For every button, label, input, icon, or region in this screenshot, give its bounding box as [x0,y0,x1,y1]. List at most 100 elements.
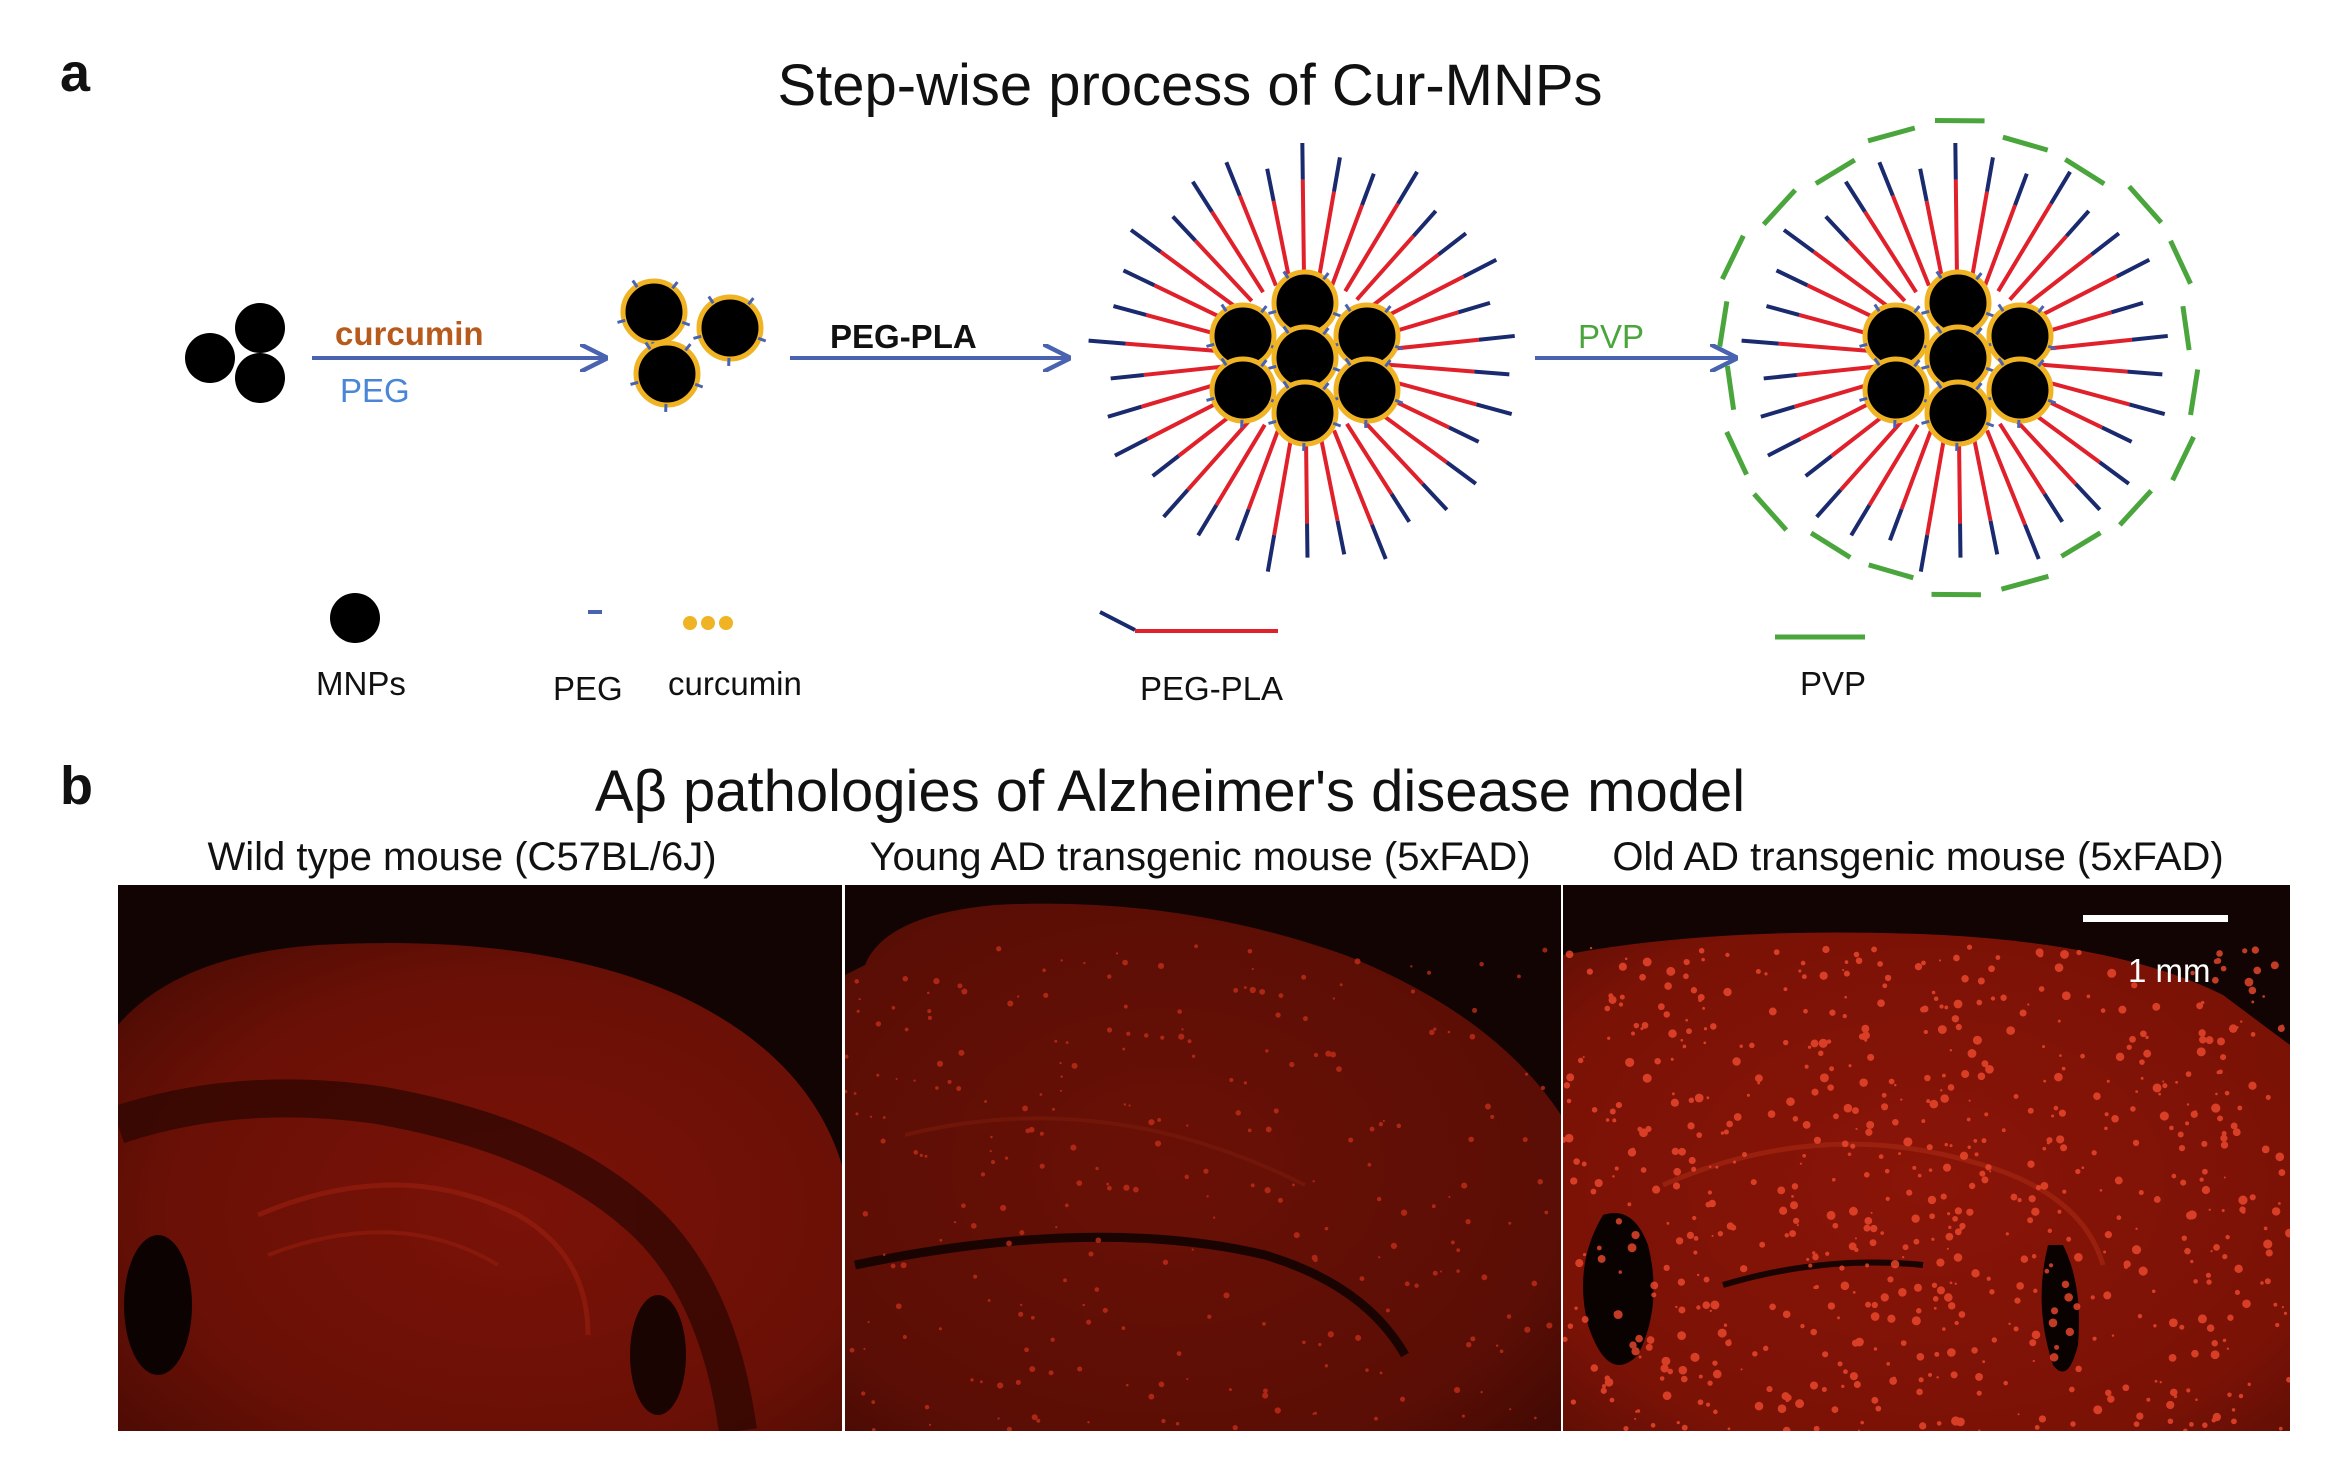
image-label-young-ad: Young AD transgenic mouse (5xFAD) [869,835,1531,879]
core-mnp [1859,356,1933,429]
peg-pla-chain [1235,430,1280,542]
peg-pla-chain [1355,209,1438,302]
process-diagram [185,118,2201,643]
peg-pla-chain [1129,228,1244,314]
peg-pla-chain [1265,434,1294,572]
pvp-segment [2002,134,2049,153]
peg-pla-chain [1088,338,1228,354]
peg-pla-chain [1365,231,1468,312]
scale-bar-label: 1 mm [2128,952,2211,989]
peg-pla-chain [1849,423,1920,537]
peg-pla-chain [1382,362,1510,377]
brain-image-young-ad [845,885,1561,1431]
panel-a-title: Step-wise process of Cur-MNPs [777,53,1603,118]
core-mnp [1206,356,1280,429]
peg-pla-chain [1196,423,1267,537]
pvp-segment [1720,234,1746,281]
peg-pla-chain [1998,422,2064,523]
arrow-2-label: PEG-PLA [830,318,977,355]
pvp-segment [1868,562,1914,581]
brain-image-old-ad [1563,885,2290,1431]
pvp-segment [2188,369,2201,416]
peg-pla-chain [1343,170,1419,293]
peg-pla-chain [1303,435,1310,558]
peg-pla-chain [1844,180,1918,294]
peg-pla-chain [2035,362,2163,377]
stage-pvp-micelle [1717,118,2201,598]
coated-mnp [630,340,704,413]
peg-pla-chain [1332,429,1388,560]
peg-pla-chain [1191,180,1265,294]
peg-pla-chain [1956,435,1963,558]
legend-peg-label: PEG [553,670,623,707]
legend-peg-pla-icon [1099,610,1278,633]
peg-pla-chain [1345,422,1411,523]
peg-pla-chain [1824,215,1907,303]
stage-peg-pla-micelle [1088,142,1515,572]
stage-bare-mnps [185,303,285,403]
peg-pla-chain [1356,413,1449,512]
peg-pla-chain [1996,170,2072,293]
arrow-1-bottom-label: PEG [340,372,410,409]
pvp-segment [2000,573,2050,592]
core-mnp [1330,356,1404,429]
pvp-segment [1752,492,1789,532]
peg-pla-chain [1379,376,1513,416]
pvp-segment [2063,157,2106,186]
peg-pla-chain [1918,168,1945,282]
peg-pla-chain [1318,434,1347,555]
peg-pla-chain [1316,157,1342,282]
panel-b-title: Aβ pathologies of Alzheimer's disease mo… [594,759,1746,824]
pvp-segment [1867,125,1916,144]
peg-pla-chain [1953,142,1960,281]
legend-mnp-icon [330,593,380,643]
peg-pla-chain [1162,414,1255,519]
pvp-segment [1809,530,1852,560]
legend-mnps-label: MNPs [316,665,406,702]
peg-pla-chain [1110,364,1228,381]
peg-pla-chain [1815,414,1908,519]
core-mnp [1859,302,1933,375]
peg-pla-chain [1265,168,1292,282]
pvp-segment [2118,489,2154,527]
stage-coated-mnps [617,278,767,413]
peg-pla-chain [1763,364,1881,381]
pvp-segment [2168,239,2193,285]
peg-pla-chain [1983,172,2029,286]
image-label-wild-type: Wild type mouse (C57BL/6J) [207,835,717,879]
pvp-segment [1724,430,1749,476]
peg-pla-chain [2032,376,2166,416]
core-mnp [1983,356,2057,429]
core-mnp [1921,379,1995,452]
peg-pla-chain [1888,430,1933,542]
coated-mnp [693,294,767,367]
pvp-segment [1724,365,1737,411]
peg-pla-chain [2018,231,2121,312]
peg-pla-chain [1985,429,2041,560]
panel-a-letter: a [60,43,91,103]
panel-b-letter: b [60,756,93,816]
peg-pla-chain [1741,338,1881,354]
legend-pvp-label: PVP [1800,665,1867,702]
legend-peg-pla-label: PEG-PLA [1140,670,1284,707]
peg-pla-chain [1330,172,1376,286]
arrow-3-label: PVP [1578,318,1645,355]
peg-pla-chain [2009,413,2102,512]
peg-pla-chain [1877,161,1931,287]
peg-pla-chain [1918,434,1947,572]
core-mnp [1206,302,1280,375]
brain-image-wild-type [118,885,842,1431]
pvp-segment [2060,530,2102,559]
peg-pla-chain [1969,157,1995,282]
pvp-segment [2180,305,2192,351]
pvp-segment [1717,300,1730,347]
arrow-1-top-label: curcumin [335,315,484,352]
pvp-segment [2170,435,2196,482]
legend-curcumin-icon [683,616,733,630]
pvp-segment [2127,184,2164,225]
peg-pla-chain [1171,215,1254,303]
peg-pla-chain [1224,161,1278,287]
pvp-segment [1814,157,1857,186]
peg-pla-chain [1300,142,1307,281]
core-mnp [1268,379,1342,452]
